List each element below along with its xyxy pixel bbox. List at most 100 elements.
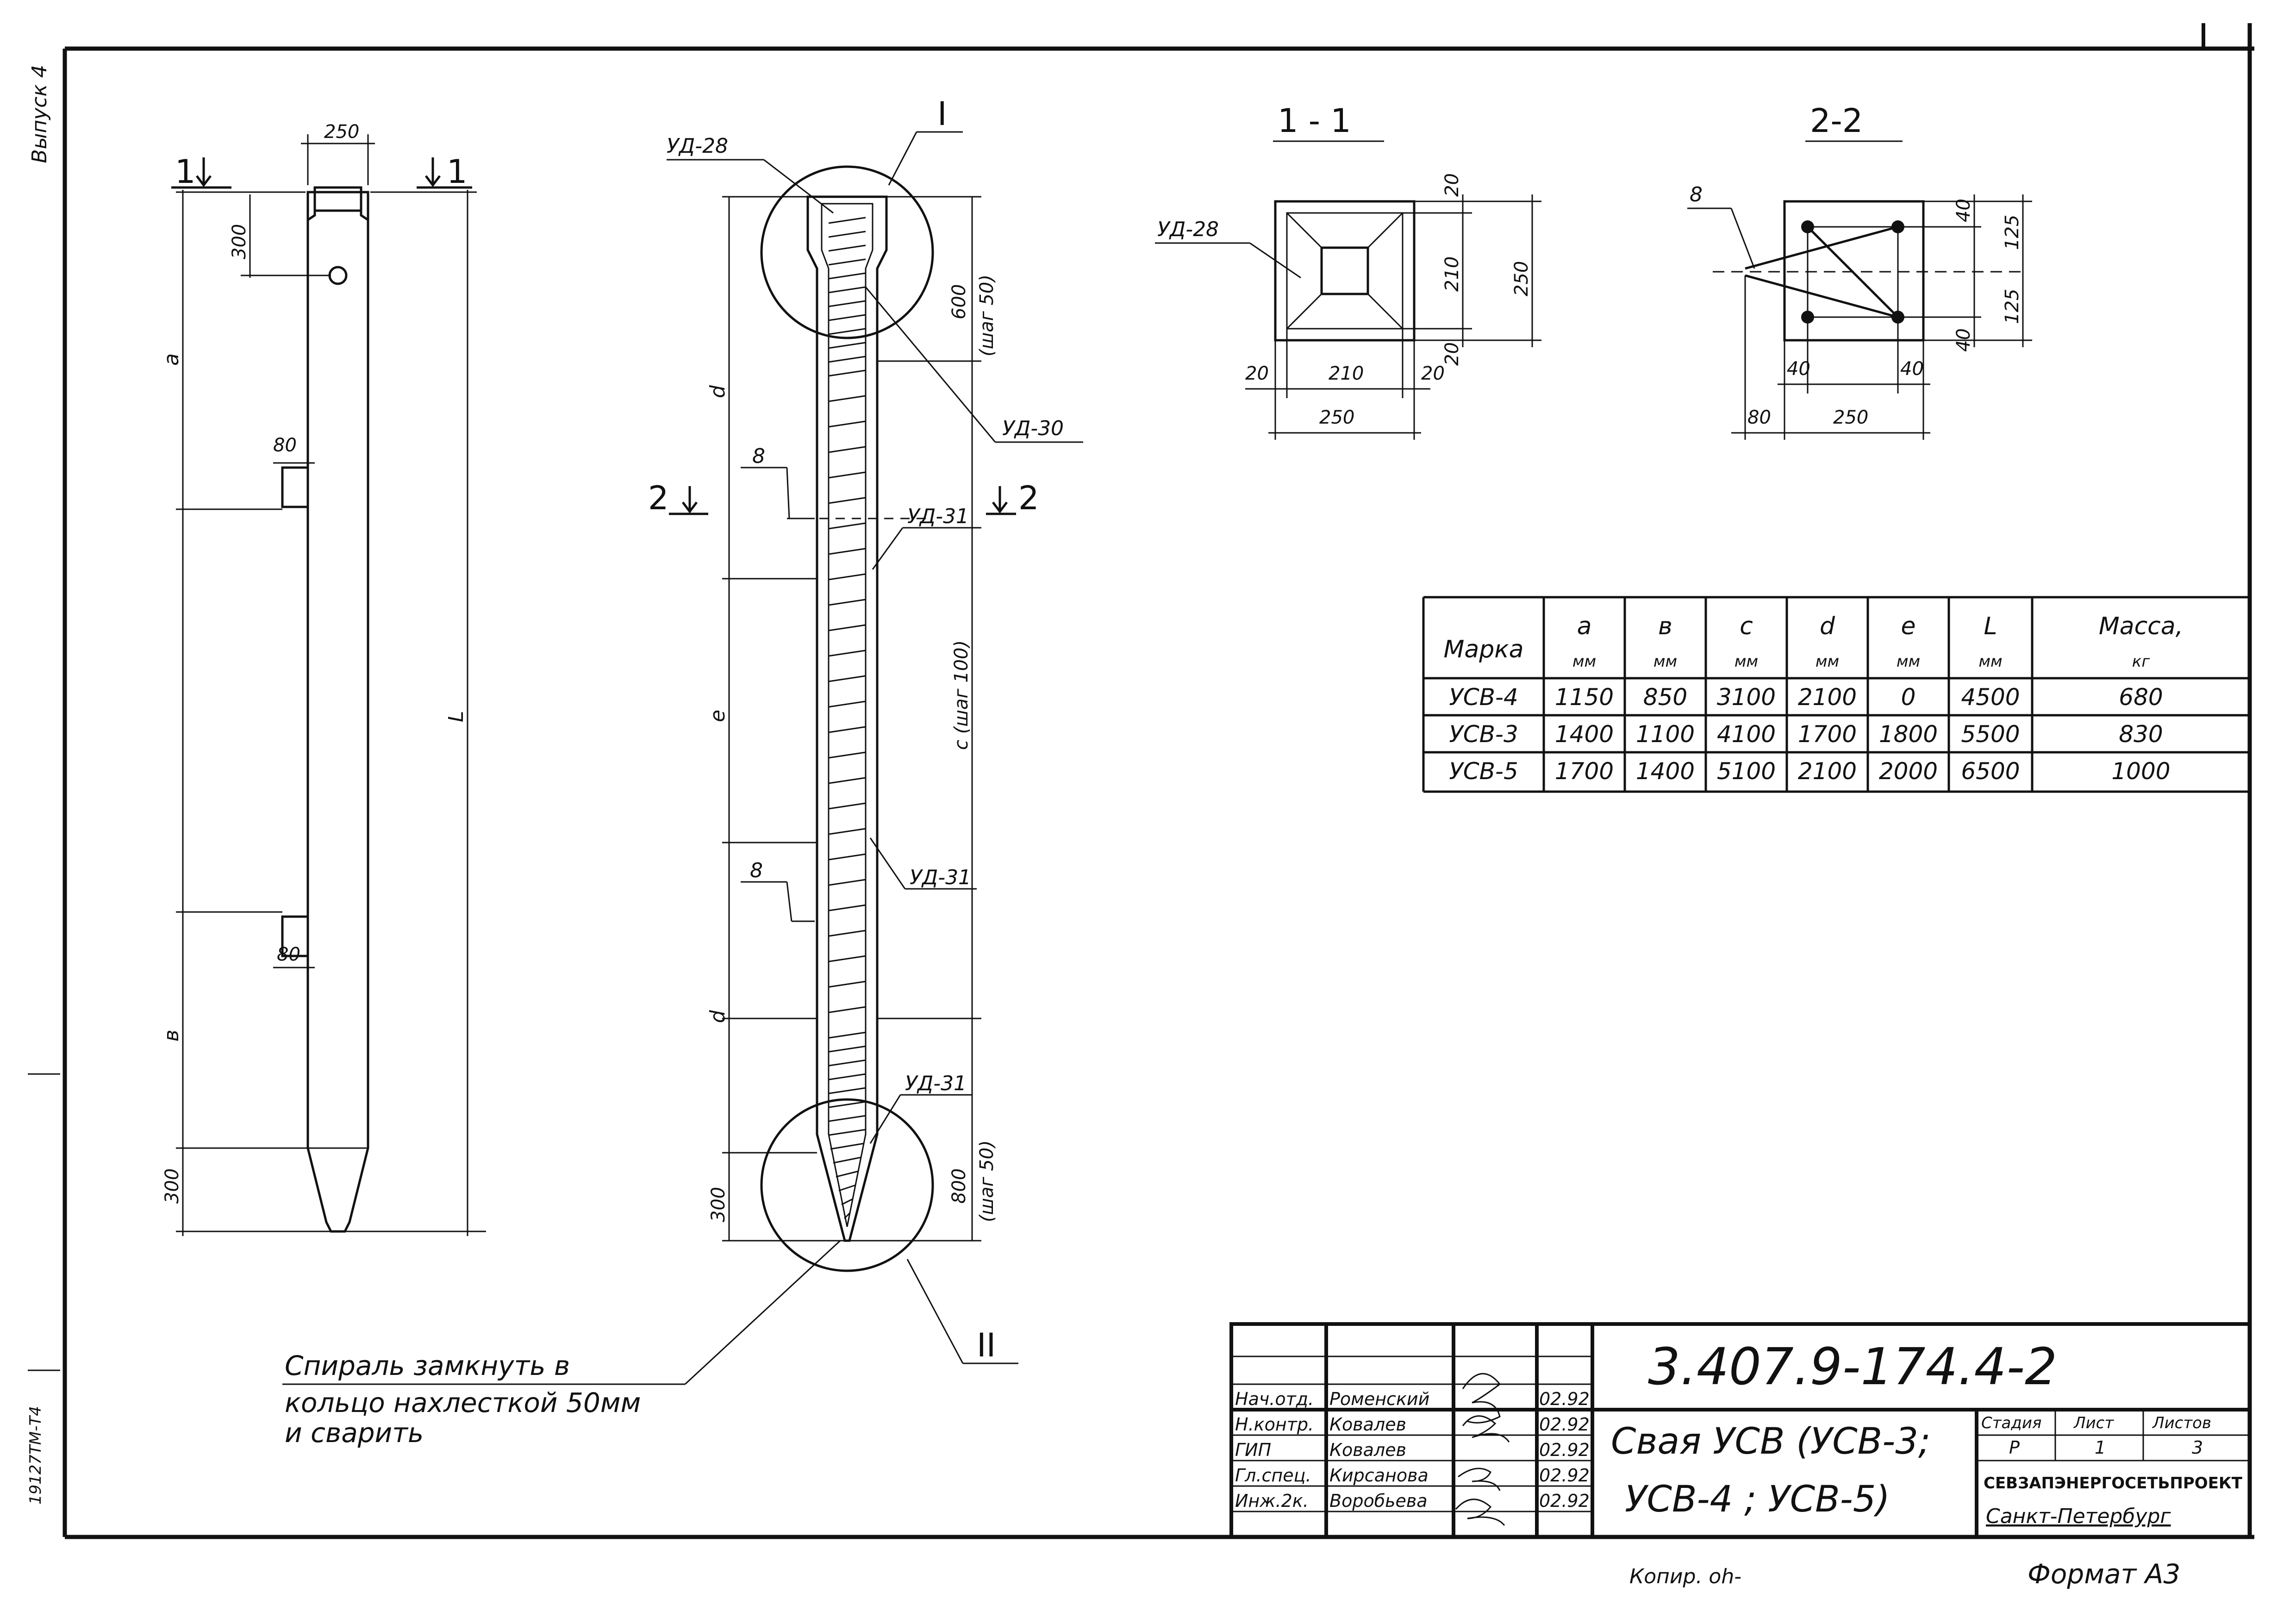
callout-ud31-b: УД-31: [910, 866, 971, 889]
dim-tip: 300: [162, 1168, 183, 1204]
section-mark-2-right: 2: [1018, 479, 1039, 517]
mark-b-bottom: 8: [750, 859, 763, 882]
note-line-3: и сварить: [285, 1417, 424, 1449]
dim-upper-loop: 80: [273, 435, 297, 456]
section-2-d40-left: 40: [1787, 358, 1810, 380]
callout-ud28: УД-28: [667, 134, 728, 158]
doc-title-line-2: УСВ-4 ; УСВ-5): [1625, 1479, 1890, 1520]
section-mark-2-left: 2: [648, 479, 669, 517]
table-header-1: a: [1577, 612, 1592, 640]
sheet-value: 1: [2095, 1437, 2106, 1458]
section-2-d40-top: 40: [1953, 199, 1974, 222]
table-cell: 0: [1901, 684, 1916, 711]
section-1-d20-right: 20: [1421, 363, 1445, 384]
dim-lower-loop: 80: [277, 944, 300, 965]
table-cell: 5500: [1961, 721, 2020, 748]
signature-date: 02.92: [1539, 1440, 1590, 1460]
table-cell: 1700: [1555, 758, 1614, 785]
table-cell: 3100: [1717, 684, 1776, 711]
signature-role: ГИП: [1235, 1440, 1271, 1460]
section-2-d125-top: 125: [2002, 215, 2023, 250]
dim-800: 800: [948, 1168, 970, 1204]
sheet-label: Лист: [2073, 1414, 2114, 1432]
dim-d-top: d: [706, 385, 730, 398]
section-2-2: 2-2 8 40 125 125 40 4: [1687, 102, 2032, 440]
note: Спираль замкнуть в кольцо нахлесткой 50м…: [285, 1350, 641, 1449]
note-line-2: кольцо нахлесткой 50мм: [285, 1387, 641, 1418]
section-1-d250-h: 250: [1319, 407, 1354, 428]
section-2-d40-right: 40: [1900, 358, 1924, 380]
table-header-3: c: [1740, 612, 1753, 640]
city-name: Санкт-Петербург: [1986, 1505, 2171, 1528]
pile-elevation: 1 1 250 300 a в 300 L 80 80: [160, 121, 486, 1236]
callout-ud31-a: УД-31: [907, 505, 969, 528]
signature-date: 02.92: [1539, 1491, 1590, 1511]
dim-e: e: [706, 710, 730, 722]
section-2-d250: 250: [1833, 407, 1868, 428]
dim-step-50-bottom: (шаг 50): [976, 1140, 998, 1222]
dim-a: a: [160, 353, 183, 366]
table-unit-3: мм: [1734, 652, 1758, 671]
signature-date: 02.92: [1539, 1389, 1590, 1409]
table-cell: 5100: [1717, 758, 1776, 785]
table-header-2: в: [1658, 612, 1672, 640]
section-1-1: 1 - 1 УД-28 20 210 250 20 20 210 20 250: [1155, 102, 1541, 440]
sheets-label: Листов: [2152, 1414, 2211, 1432]
table-unit-1: мм: [1572, 652, 1596, 671]
sheets-value: 3: [2192, 1437, 2203, 1458]
table-cell: 850: [1643, 684, 1687, 711]
section-mark-1-left: 1: [175, 153, 196, 191]
table-cell: 830: [2119, 721, 2163, 748]
mark-b-top: 8: [752, 444, 765, 468]
table-header-6: L: [1984, 612, 1997, 640]
copied-mark: Копир. oh-: [1629, 1565, 1741, 1588]
section-1-d20-left: 20: [1245, 363, 1269, 384]
table-cell: 1400: [1636, 758, 1695, 785]
stage-label: Стадия: [1981, 1414, 2041, 1432]
table-cell: 4500: [1961, 684, 2020, 711]
section-mark-1-right: 1: [447, 153, 468, 191]
title-block: 3.407.9-174.4-2 Свая УСВ (УСВ-3; УСВ-4 ;…: [1229, 1322, 2252, 1539]
table-cell: 1000: [2111, 758, 2170, 785]
signature-role: Нач.отд.: [1235, 1389, 1314, 1409]
table-cell: 6500: [1961, 758, 2020, 785]
section-1-d20-bot: 20: [1441, 342, 1463, 366]
signature-name: Ковалев: [1329, 1414, 1406, 1435]
dim-b: в: [160, 1030, 183, 1042]
table-cell: 2000: [1879, 758, 1938, 785]
signature-name: Ковалев: [1329, 1440, 1406, 1460]
section-2-title: 2-2: [1810, 102, 1863, 140]
table-unit-2: мм: [1653, 652, 1677, 671]
signature-date: 02.92: [1539, 1414, 1590, 1435]
view-mark-II: II: [977, 1326, 996, 1364]
pile-reinforcement: d e d 300 600 (шаг 50) c (шаг 100) 800 (…: [282, 95, 1083, 1385]
signature-date: 02.92: [1539, 1465, 1590, 1486]
table-cell: УСВ-3: [1449, 721, 1518, 748]
table-cell: 680: [2119, 684, 2163, 711]
side-text-top: Выпуск 4: [28, 65, 51, 163]
dim-600: 600: [948, 284, 970, 319]
dim-tip-300: 300: [708, 1187, 729, 1222]
view-mark-I: I: [937, 95, 947, 133]
signature-role: Инж.2к.: [1235, 1491, 1309, 1511]
signature-role: Н.контр.: [1235, 1414, 1314, 1435]
table-unit-6: мм: [1978, 652, 2002, 671]
note-line-1: Спираль замкнуть в: [285, 1350, 570, 1381]
callout-ud31-c: УД-31: [905, 1072, 967, 1095]
section-1-title: 1 - 1: [1278, 102, 1351, 140]
table-header-4: d: [1820, 612, 1835, 640]
table-cell: 1150: [1555, 684, 1614, 711]
table-cell: 2100: [1798, 758, 1857, 785]
dim-top-offset: 300: [229, 224, 250, 259]
table-unit-7: кг: [2132, 652, 2151, 671]
table-header-5: e: [1901, 612, 1916, 640]
section-2-d80: 80: [1747, 407, 1771, 428]
table-cell: 1100: [1636, 721, 1695, 748]
table-unit-4: мм: [1816, 652, 1839, 671]
org-name: СЕВЗАПЭНЕРГОСЕТЬПРОЕКТ: [1984, 1474, 2243, 1493]
table-unit-5: мм: [1897, 652, 1920, 671]
section-1-d250-v: 250: [1511, 261, 1532, 296]
signature-name: Кирсанова: [1329, 1465, 1429, 1486]
dim-d-bottom: d: [706, 1010, 730, 1023]
format-mark: Формат А3: [2028, 1558, 2180, 1590]
